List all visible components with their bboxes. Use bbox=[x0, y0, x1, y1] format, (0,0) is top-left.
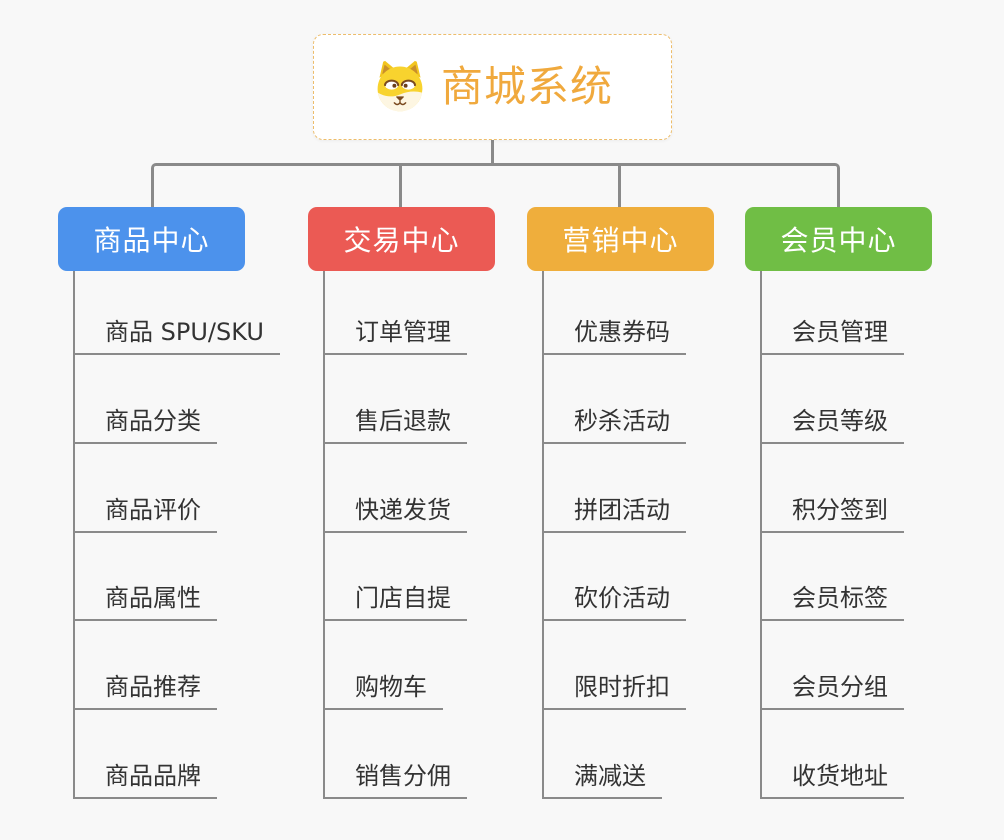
branch-header-product-center[interactable]: 商品中心 bbox=[58, 207, 245, 271]
branch-header-label: 会员中心 bbox=[780, 224, 897, 257]
connector-drop-trade bbox=[399, 164, 402, 207]
leaf-node[interactable]: 会员标签 bbox=[760, 583, 904, 621]
leaf-node[interactable]: 商品分类 bbox=[73, 406, 217, 444]
leaf-node[interactable]: 收货地址 bbox=[760, 761, 904, 799]
branch-header-trade-center[interactable]: 交易中心 bbox=[308, 207, 495, 271]
branch-header-label: 营销中心 bbox=[562, 224, 679, 257]
leaf-node[interactable]: 售后退款 bbox=[323, 406, 467, 444]
root-title: 商城系统 bbox=[440, 62, 613, 111]
branch-header-member-center[interactable]: 会员中心 bbox=[745, 207, 932, 271]
branch-marketing-center: 营销中心 优惠券码 秒杀活动 拼团活动 砍价活动 限时折扣 满减送 bbox=[527, 207, 757, 840]
branch-trunk-line bbox=[542, 271, 544, 799]
leaf-node[interactable]: 商品品牌 bbox=[73, 761, 217, 799]
branch-trade-center: 交易中心 订单管理 售后退款 快递发货 门店自提 购物车 销售分佣 bbox=[308, 207, 538, 840]
leaf-node[interactable]: 限时折扣 bbox=[542, 672, 686, 710]
branch-trunk-line bbox=[73, 271, 75, 799]
branch-header-label: 商品中心 bbox=[93, 224, 210, 257]
leaf-node[interactable]: 会员分组 bbox=[760, 672, 904, 710]
leaf-node[interactable]: 商品评价 bbox=[73, 495, 217, 533]
leaf-node[interactable]: 砍价活动 bbox=[542, 583, 686, 621]
connector-bus-line bbox=[151, 163, 840, 207]
connector-drop-marketing bbox=[618, 164, 621, 207]
branch-header-marketing-center[interactable]: 营销中心 bbox=[527, 207, 714, 271]
leaf-node[interactable]: 商品属性 bbox=[73, 583, 217, 621]
leaf-node[interactable]: 快递发货 bbox=[323, 495, 467, 533]
leaf-node[interactable]: 积分签到 bbox=[760, 495, 904, 533]
leaf-node[interactable]: 会员管理 bbox=[760, 317, 904, 355]
branch-member-center: 会员中心 会员管理 会员等级 积分签到 会员标签 会员分组 收货地址 bbox=[745, 207, 975, 840]
branch-trunk-line bbox=[323, 271, 325, 799]
leaf-node[interactable]: 购物车 bbox=[323, 672, 443, 710]
branch-product-center: 商品中心 商品 SPU/SKU 商品分类 商品评价 商品属性 商品推荐 商品品牌 bbox=[58, 207, 288, 840]
leaf-node[interactable]: 商品推荐 bbox=[73, 672, 217, 710]
branch-trunk-line bbox=[760, 271, 762, 799]
connector-root-stem bbox=[491, 140, 494, 166]
leaf-node[interactable]: 拼团活动 bbox=[542, 495, 686, 533]
leaf-node[interactable]: 满减送 bbox=[542, 761, 662, 799]
leaf-node[interactable]: 会员等级 bbox=[760, 406, 904, 444]
root-node[interactable]: 商城系统 bbox=[313, 34, 672, 140]
dog-face-icon bbox=[372, 59, 428, 115]
leaf-node[interactable]: 销售分佣 bbox=[323, 761, 467, 799]
leaf-node[interactable]: 门店自提 bbox=[323, 583, 467, 621]
leaf-node[interactable]: 订单管理 bbox=[323, 317, 467, 355]
leaf-node[interactable]: 秒杀活动 bbox=[542, 406, 686, 444]
branch-header-label: 交易中心 bbox=[343, 224, 460, 257]
leaf-node[interactable]: 优惠券码 bbox=[542, 317, 686, 355]
leaf-node[interactable]: 商品 SPU/SKU bbox=[73, 317, 280, 355]
